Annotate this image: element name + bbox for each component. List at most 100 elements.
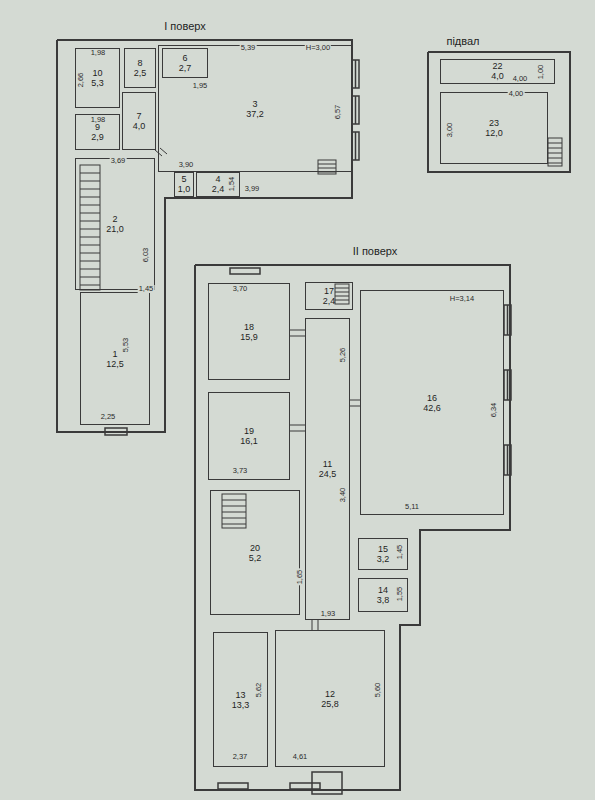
outer-wall bbox=[57, 40, 352, 432]
room-number: 19 bbox=[244, 426, 254, 436]
room-number: 16 bbox=[427, 393, 437, 403]
room-area: 4,0 bbox=[491, 71, 504, 81]
stair-step bbox=[80, 173, 100, 174]
room: 62,7 bbox=[162, 48, 208, 78]
room: 42,4 bbox=[196, 172, 240, 197]
dimension: 3,00 bbox=[446, 122, 454, 139]
dimension: 3,90 bbox=[178, 161, 195, 169]
room: 74,0 bbox=[122, 92, 156, 150]
dimension: 2,25 bbox=[100, 413, 117, 421]
stairs bbox=[80, 138, 562, 528]
room: 205,2 bbox=[210, 490, 300, 615]
dimension: 2,37 bbox=[232, 753, 249, 761]
floor-heading: І поверх bbox=[164, 20, 206, 32]
dimension: 6,57 bbox=[334, 104, 342, 121]
room-number: 3 bbox=[252, 99, 257, 109]
dimension: 4,61 bbox=[292, 753, 309, 761]
stair-step bbox=[222, 500, 246, 501]
floor-outline bbox=[195, 265, 510, 790]
room-number: 11 bbox=[323, 459, 332, 469]
room-number: 2 bbox=[112, 214, 117, 224]
floor-plan: ІІ поверх172,41815,91642,61916,11124,520… bbox=[195, 265, 510, 790]
stair-step bbox=[548, 143, 562, 144]
room-number: 23 bbox=[489, 118, 499, 128]
room: 221,0 bbox=[75, 158, 155, 290]
outer-wall bbox=[195, 265, 510, 790]
room: 1642,6 bbox=[360, 290, 504, 515]
dimension: 1,95 bbox=[192, 82, 209, 90]
stair-step bbox=[335, 300, 349, 301]
room-number: 18 bbox=[244, 322, 254, 332]
room: 1916,1 bbox=[208, 392, 290, 480]
room-number: 5 bbox=[181, 174, 186, 184]
dimension: 3,73 bbox=[232, 467, 249, 475]
stair-step bbox=[80, 213, 100, 214]
room: 51,0 bbox=[174, 172, 194, 197]
stair-step bbox=[80, 285, 100, 286]
stair-step bbox=[548, 153, 562, 154]
dimension: 3,99 bbox=[244, 185, 261, 193]
stair-step bbox=[80, 221, 100, 222]
room-number: 15 bbox=[378, 544, 388, 554]
room: 1815,9 bbox=[208, 283, 290, 380]
stair-step bbox=[80, 277, 100, 278]
stair-step bbox=[80, 237, 100, 238]
room-number: 12 bbox=[325, 689, 335, 699]
room-number: 17 bbox=[324, 286, 334, 296]
room-number: 13 bbox=[235, 690, 245, 700]
dimension: 1,55 bbox=[396, 586, 404, 603]
door-marks bbox=[155, 148, 360, 630]
room-area: 15,9 bbox=[240, 332, 258, 342]
room-area: 2,7 bbox=[179, 63, 192, 73]
room-area: 2,5 bbox=[134, 68, 147, 78]
dimension: 1,65 bbox=[296, 569, 304, 586]
dimension: 5,62 bbox=[255, 682, 263, 699]
room: 1124,5 bbox=[305, 318, 350, 620]
stair-step bbox=[318, 168, 336, 169]
room: 153,2 bbox=[358, 538, 408, 570]
stair-step bbox=[318, 164, 336, 165]
room-area: 12,5 bbox=[106, 359, 124, 369]
room-area: 5,2 bbox=[249, 553, 262, 563]
stair-step bbox=[80, 253, 100, 254]
floor-outline bbox=[57, 40, 352, 432]
dimension: 2,66 bbox=[77, 72, 85, 89]
room: 105,3 bbox=[75, 48, 120, 108]
room-number: 4 bbox=[215, 174, 220, 184]
room: 92,9 bbox=[75, 114, 120, 150]
room-number: 8 bbox=[137, 58, 142, 68]
floor-plan: підвал224,02312,0 bbox=[428, 52, 570, 172]
room-area: 4,0 bbox=[133, 121, 146, 131]
room: 2312,0 bbox=[440, 92, 548, 164]
room-number: 10 bbox=[92, 68, 102, 78]
room-number: 6 bbox=[182, 53, 187, 63]
room-area: 2,4 bbox=[212, 184, 225, 194]
dimension: 5,11 bbox=[404, 503, 420, 511]
room-area: 24,5 bbox=[319, 469, 337, 479]
stair-step bbox=[222, 518, 246, 519]
room-area: 12,0 bbox=[485, 128, 503, 138]
room-number: 14 bbox=[378, 585, 388, 595]
dimension: 3,40 bbox=[339, 487, 347, 504]
stair-step bbox=[335, 292, 349, 293]
dimension: 1,98 bbox=[90, 49, 107, 57]
room-number: 7 bbox=[136, 111, 141, 121]
stair-step bbox=[80, 261, 100, 262]
dimension: 3,70 bbox=[232, 285, 249, 293]
room-area: 1,0 bbox=[178, 184, 191, 194]
room: 1313,3 bbox=[213, 632, 268, 767]
room: 1225,8 bbox=[275, 630, 385, 767]
stair-step bbox=[548, 158, 562, 159]
dimension: 4,00 bbox=[512, 75, 529, 83]
room-area: 13,3 bbox=[232, 700, 250, 710]
dimension: 6,34 bbox=[490, 402, 498, 419]
room-area: 2,4 bbox=[323, 296, 336, 306]
dimension: 1,45 bbox=[396, 544, 404, 561]
outer-wall bbox=[428, 52, 570, 172]
stair-step bbox=[222, 512, 246, 513]
room-area: 21,0 bbox=[106, 224, 124, 234]
room-area: 5,3 bbox=[91, 78, 104, 88]
floor-heading: ІІ поверх bbox=[353, 245, 398, 257]
floor-plan: І поверх105,382,562,7337,274,092,951,042… bbox=[57, 40, 352, 432]
stair-step bbox=[548, 163, 562, 164]
